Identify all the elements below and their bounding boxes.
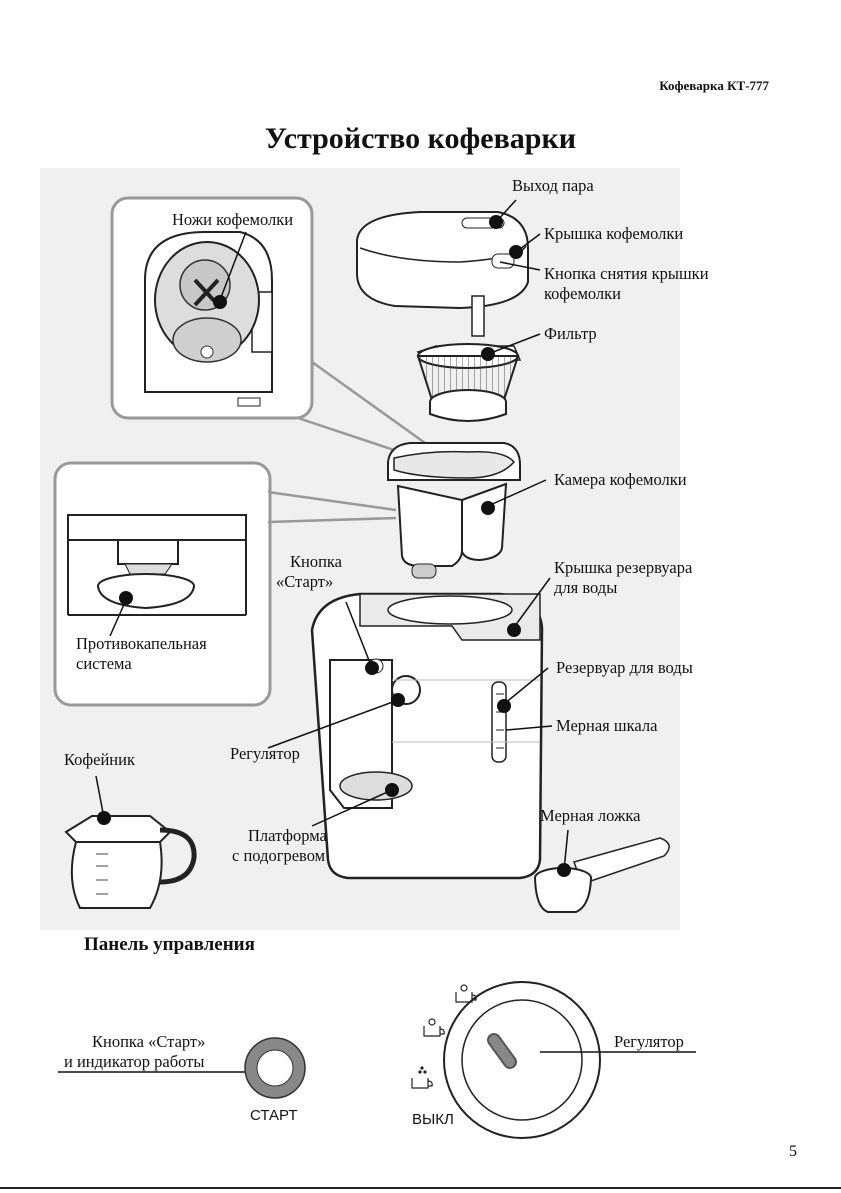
- control-knob: [411, 981, 696, 1139]
- label-measuring-spoon: Мерная ложка: [540, 806, 641, 825]
- label-grinder-blades: Ножи кофемолки: [172, 210, 294, 229]
- label-start-indicator-1: Кнопка «Старт»: [92, 1032, 206, 1051]
- start-caption: СТАРТ: [250, 1107, 298, 1124]
- label-tank-lid-2: для воды: [554, 578, 618, 597]
- label-knob: Регулятор: [230, 744, 300, 763]
- bottom-rule: [0, 1187, 841, 1189]
- carafe: [64, 775, 197, 909]
- grinder-chamber: [387, 442, 547, 579]
- label-hot-plate-2: с подогревом: [232, 846, 326, 865]
- inset-grinder-blades: [110, 196, 433, 460]
- measuring-spoon: [534, 829, 670, 913]
- label-grinder-lid: Крышка кофемолки: [544, 224, 684, 243]
- grinder-lid: [356, 199, 541, 337]
- label-filter: Фильтр: [544, 324, 597, 343]
- label-grinder-chamber: Камера кофемолки: [554, 470, 687, 489]
- cup-mild-icon: [411, 1066, 433, 1089]
- label-steam-outlet: Выход пара: [512, 176, 594, 195]
- label-anti-drip-2: система: [76, 654, 132, 673]
- control-panel-title: Панель управления: [84, 934, 255, 955]
- control-start-button: [58, 1037, 306, 1099]
- label-anti-drip-1: Противокапельная: [76, 634, 207, 653]
- page-title: Устройство кофеварки: [264, 122, 577, 155]
- cup-strong-icon: [455, 984, 477, 1003]
- label-lid-release-1: Кнопка снятия крышки: [544, 264, 709, 283]
- label-carafe: Кофейник: [64, 750, 135, 769]
- off-caption: ВЫКЛ: [412, 1111, 454, 1128]
- label-start-indicator-2: и индикатор работы: [64, 1052, 205, 1071]
- label-measuring-scale: Мерная шкала: [556, 716, 658, 735]
- filter: [416, 333, 541, 422]
- label-lid-release-2: кофемолки: [544, 284, 621, 303]
- label-tank-lid-1: Крышка резервуара: [554, 558, 693, 577]
- coffee-maker-body: [267, 577, 553, 880]
- label-start-button-1: Кнопка: [290, 552, 343, 571]
- inset-anti-drip: [53, 461, 397, 707]
- label-start-button-2: «Старт»: [276, 572, 334, 591]
- label-water-tank: Резервуар для воды: [556, 658, 693, 677]
- page-number: 5: [789, 1143, 797, 1160]
- header-model: Кофеварка КТ-777: [659, 78, 769, 93]
- label-hot-plate-1: Платформа: [248, 826, 327, 845]
- label-regulator: Регулятор: [614, 1032, 684, 1051]
- cup-medium-icon: [423, 1018, 445, 1037]
